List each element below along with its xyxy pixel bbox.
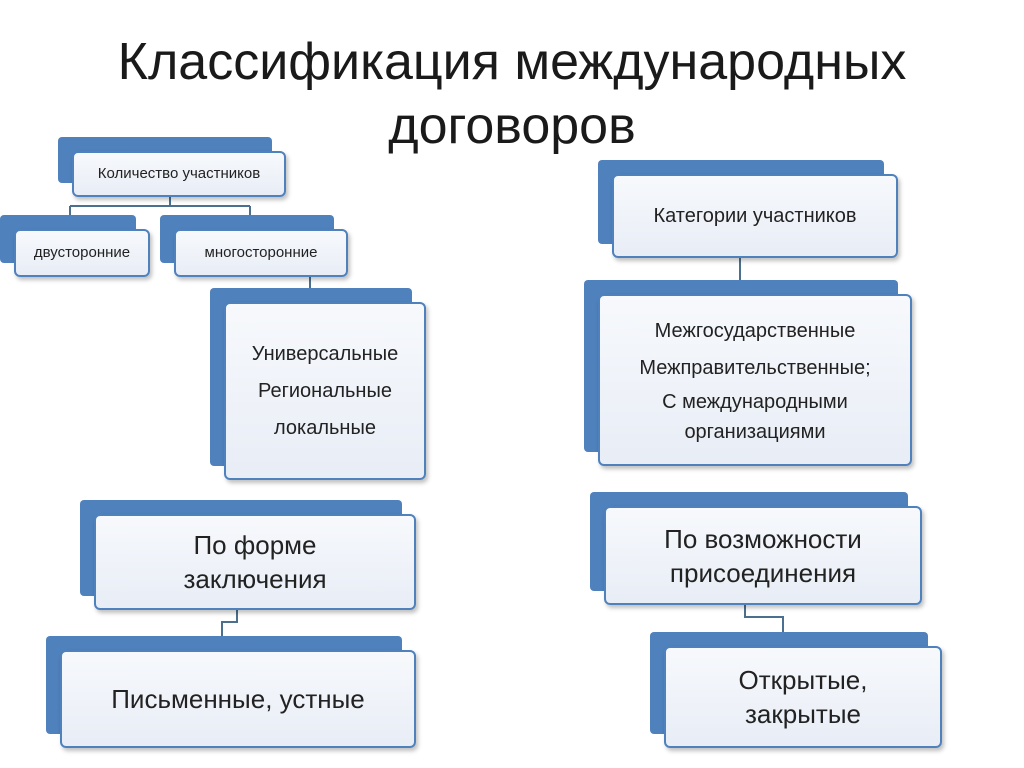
- title-line-1: Классификация международных: [117, 33, 907, 91]
- form-types-label: Письменные, устные: [111, 684, 365, 714]
- node-participants-count: Количество участников: [58, 137, 286, 197]
- connector-form-to-types: [221, 608, 238, 636]
- category-type-4: организациями: [684, 421, 826, 443]
- category-type-1: Межгосударственные: [654, 320, 856, 342]
- connector-count-to-children: [69, 196, 251, 216]
- node-form-types: Письменные, устные: [46, 636, 416, 748]
- node-multilateral: многосторонние: [160, 215, 348, 277]
- connector-accession-to-types: [744, 603, 784, 632]
- by-accession-line-1: По возможности: [664, 523, 862, 554]
- node-accession-types: Открытые, закрытые: [650, 632, 942, 748]
- by-form-line-2: заключения: [183, 564, 327, 594]
- node-by-form: По форме заключения: [80, 500, 416, 610]
- node-bilateral: двусторонние: [0, 215, 150, 277]
- node-participant-categories: Категории участников: [598, 160, 898, 258]
- multilateral-type-2: Региональные: [258, 379, 392, 402]
- multilateral-type-3: локальные: [274, 416, 376, 439]
- participants-count-label: Количество участников: [97, 165, 261, 182]
- by-form-line-1: По форме: [193, 530, 317, 560]
- node-multilateral-types: Универсальные Региональные локальные: [210, 288, 426, 480]
- accession-type-2: закрытые: [745, 699, 861, 729]
- category-type-2: Межправительственные;: [639, 357, 871, 379]
- node-category-types: Межгосударственные Межправительственные;…: [584, 280, 912, 466]
- accession-type-1: Открытые,: [738, 665, 868, 695]
- participant-categories-label: Категории участников: [653, 205, 857, 227]
- node-by-accession: По возможности присоединения: [590, 492, 922, 605]
- multilateral-label: многосторонние: [204, 244, 318, 261]
- category-type-3: С международными: [662, 391, 848, 413]
- page-title: Классификация международных договоров: [60, 30, 964, 158]
- by-accession-line-2: присоединения: [669, 557, 857, 588]
- multilateral-type-1: Универсальные: [251, 342, 399, 365]
- bilateral-label: двусторонние: [33, 244, 131, 261]
- title-line-2: договоров: [388, 97, 636, 155]
